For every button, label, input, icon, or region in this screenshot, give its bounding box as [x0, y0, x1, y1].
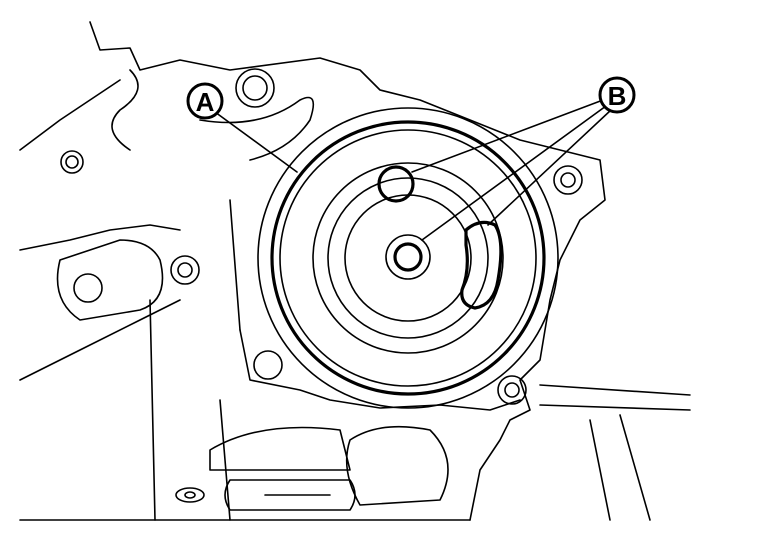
callout-B-label: B: [608, 81, 627, 111]
kidney-port-B: [460, 220, 503, 310]
callout-A: A: [186, 82, 224, 120]
pump-o-ring-A: [270, 120, 546, 396]
callout-A-label: A: [196, 87, 215, 117]
engine-housing: [19, 21, 691, 521]
leader-lines: [214, 99, 612, 241]
callout-B: B: [598, 76, 636, 114]
center-hole-B: [393, 242, 423, 272]
seal-hole-B: [377, 165, 415, 203]
bolt-holes: [60, 68, 583, 503]
water-pump: [257, 107, 559, 409]
